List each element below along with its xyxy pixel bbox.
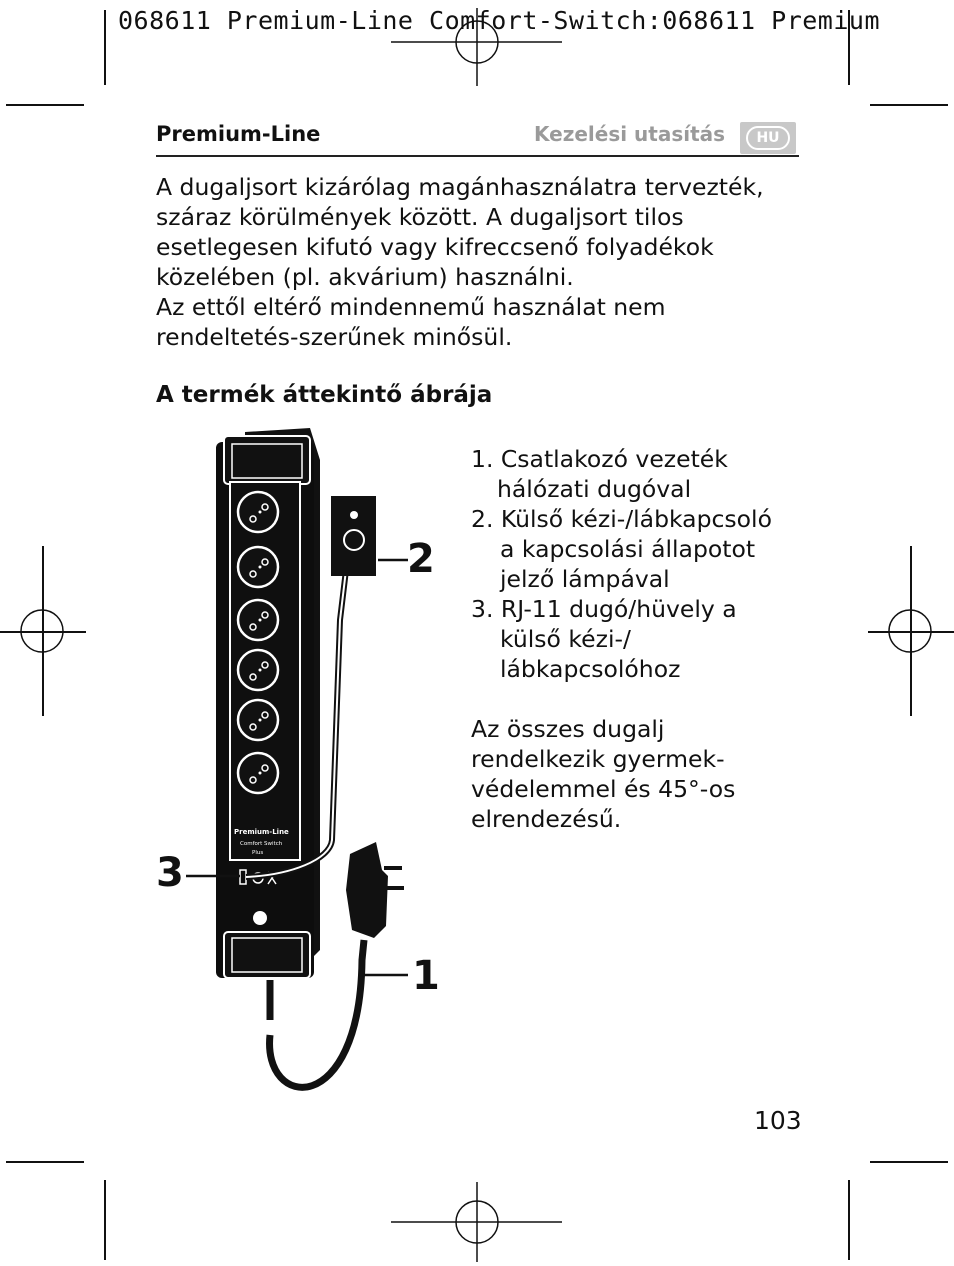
intro-line: esetlegesen kifutó vagy kifreccsenő foly…	[156, 233, 714, 261]
device-label-line1: Premium-Line	[234, 828, 289, 836]
legend-item-2: 2. Külső kézi-/lábkapcsoló	[471, 505, 772, 533]
child-protection-note: Az összes dugalj rendelkezik gyermek- vé…	[471, 714, 735, 834]
note-line: rendelkezik gyermek-	[471, 745, 725, 773]
header-rule	[156, 155, 799, 157]
power-strip-illustration: Premium-Line Comfort Switch Plus	[186, 428, 408, 1091]
socket-icons	[236, 490, 280, 795]
legend-item-1-cont: hálózati dugóval	[497, 475, 692, 503]
note-line: Az összes dugalj	[471, 715, 665, 743]
page-number: 103	[754, 1106, 802, 1135]
legend-item-3-cont: külső kézi-/	[500, 625, 631, 653]
callout-2: 2	[407, 536, 435, 582]
callout-1: 1	[412, 953, 440, 999]
intro-line: rendeltetés-szerűnek minősül.	[156, 323, 513, 351]
header-product-name: Premium-Line	[156, 122, 321, 146]
figure-legend: 1. Csatlakozó vezeték hálózati dugóval 2…	[471, 444, 772, 684]
intro-paragraph: A dugaljsort kizárólag magánhasználatra …	[156, 172, 796, 352]
intro-line: száraz körülmények között. A dugaljsort …	[156, 203, 684, 231]
device-label-line3: Plus	[252, 850, 263, 856]
note-line: védelemmel és 45°-os	[471, 775, 736, 803]
mains-plug-icon	[346, 842, 388, 938]
legend-item-3: 3. RJ-11 dugó/hüvely a	[471, 595, 737, 623]
external-switch-icon	[331, 496, 376, 576]
section-title: A termék áttekintő ábrája	[156, 382, 493, 408]
device-label-line2: Comfort Switch	[240, 841, 283, 847]
callout-3: 3	[156, 850, 184, 896]
note-line: elrendezésű.	[471, 805, 622, 833]
print-slug-line: 068611 Premium-Line Comfort-Switch:06861…	[118, 6, 881, 35]
legend-item-3-cont: lábkapcsolóhoz	[500, 655, 681, 683]
intro-line: közelében (pl. akvárium) használni.	[156, 263, 574, 291]
legend-item-2-cont: a kapcsolási állapotot	[500, 535, 756, 563]
legend-item-1: 1. Csatlakozó vezeték	[471, 445, 728, 473]
intro-line: Az ettől eltérő mindennemű használat nem	[156, 293, 666, 321]
header-manual-title: Kezelési utasítás	[534, 122, 726, 146]
legend-item-2-cont: jelző lámpával	[500, 565, 670, 593]
language-badge: HU	[740, 122, 796, 154]
language-badge-label: HU	[746, 126, 790, 150]
intro-line: A dugaljsort kizárólag magánhasználatra …	[156, 173, 764, 201]
